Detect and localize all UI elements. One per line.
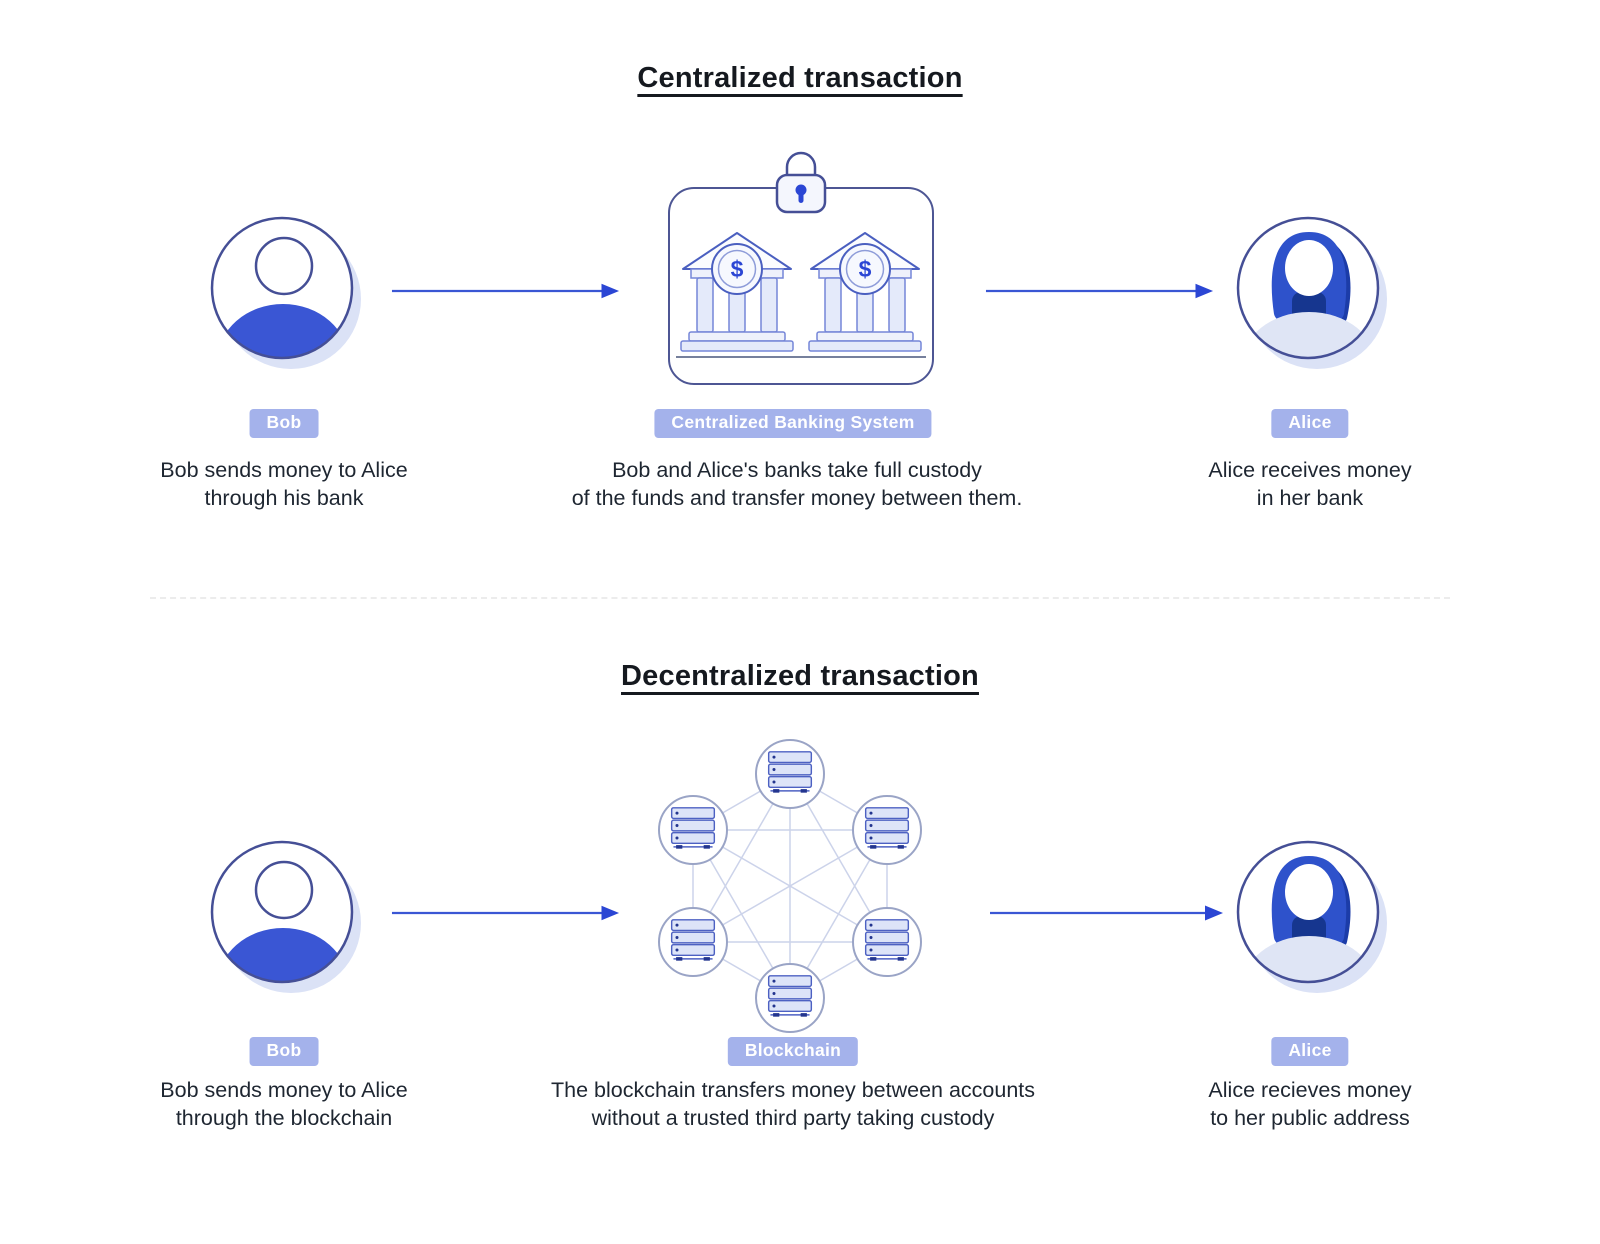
centralized-section-title: Centralized transaction (637, 62, 963, 94)
centralized-banking-badge-label: Centralized Banking System (654, 409, 932, 438)
bob-caption: Bob sends money to Alice through his ban… (160, 458, 408, 510)
bob-badge-label: Bob (249, 1037, 319, 1066)
alice-badge-label: Alice (1271, 1037, 1349, 1066)
arrow-bank-to-alice-icon (985, 282, 1215, 300)
bob-badge: Bob (249, 409, 319, 438)
alice-caption: Alice receives money in her bank (1208, 458, 1412, 510)
decentralized-section-title: Decentralized transaction (621, 660, 979, 692)
alice-badge: Alice (1271, 409, 1349, 438)
blockchain-network-icon (658, 739, 922, 1033)
blockchain-badge: Blockchain (727, 1037, 859, 1066)
alice-badge-label: Alice (1271, 409, 1349, 438)
bank-buildings-icon (676, 229, 926, 369)
alice-badge: Alice (1271, 1037, 1349, 1066)
arrow-blockchain-to-alice-icon (988, 904, 1225, 922)
bob-badge: Bob (249, 1037, 319, 1066)
centralized-banking-box (668, 151, 934, 385)
alice-caption: Alice recieves money to her public addre… (1208, 1078, 1412, 1130)
bob-avatar-icon (204, 208, 368, 380)
section-divider (150, 597, 1450, 599)
centralized-banking-caption: Bob and Alice's banks take full custody … (571, 458, 1023, 510)
blockchain-caption: The blockchain transfers money between a… (550, 1078, 1036, 1130)
bob-avatar-icon (204, 832, 368, 1004)
centralized-banking-badge: Centralized Banking System (654, 409, 932, 438)
blockchain-badge-label: Blockchain (727, 1037, 859, 1066)
alice-avatar-icon (1230, 208, 1394, 380)
bob-caption: Bob sends money to Alice through the blo… (160, 1078, 408, 1130)
bob-badge-label: Bob (249, 409, 319, 438)
arrow-bob-to-bank-icon (391, 282, 621, 300)
alice-avatar-icon (1230, 832, 1394, 1004)
arrow-bob-to-blockchain-icon (391, 904, 621, 922)
lock-icon (769, 145, 833, 215)
